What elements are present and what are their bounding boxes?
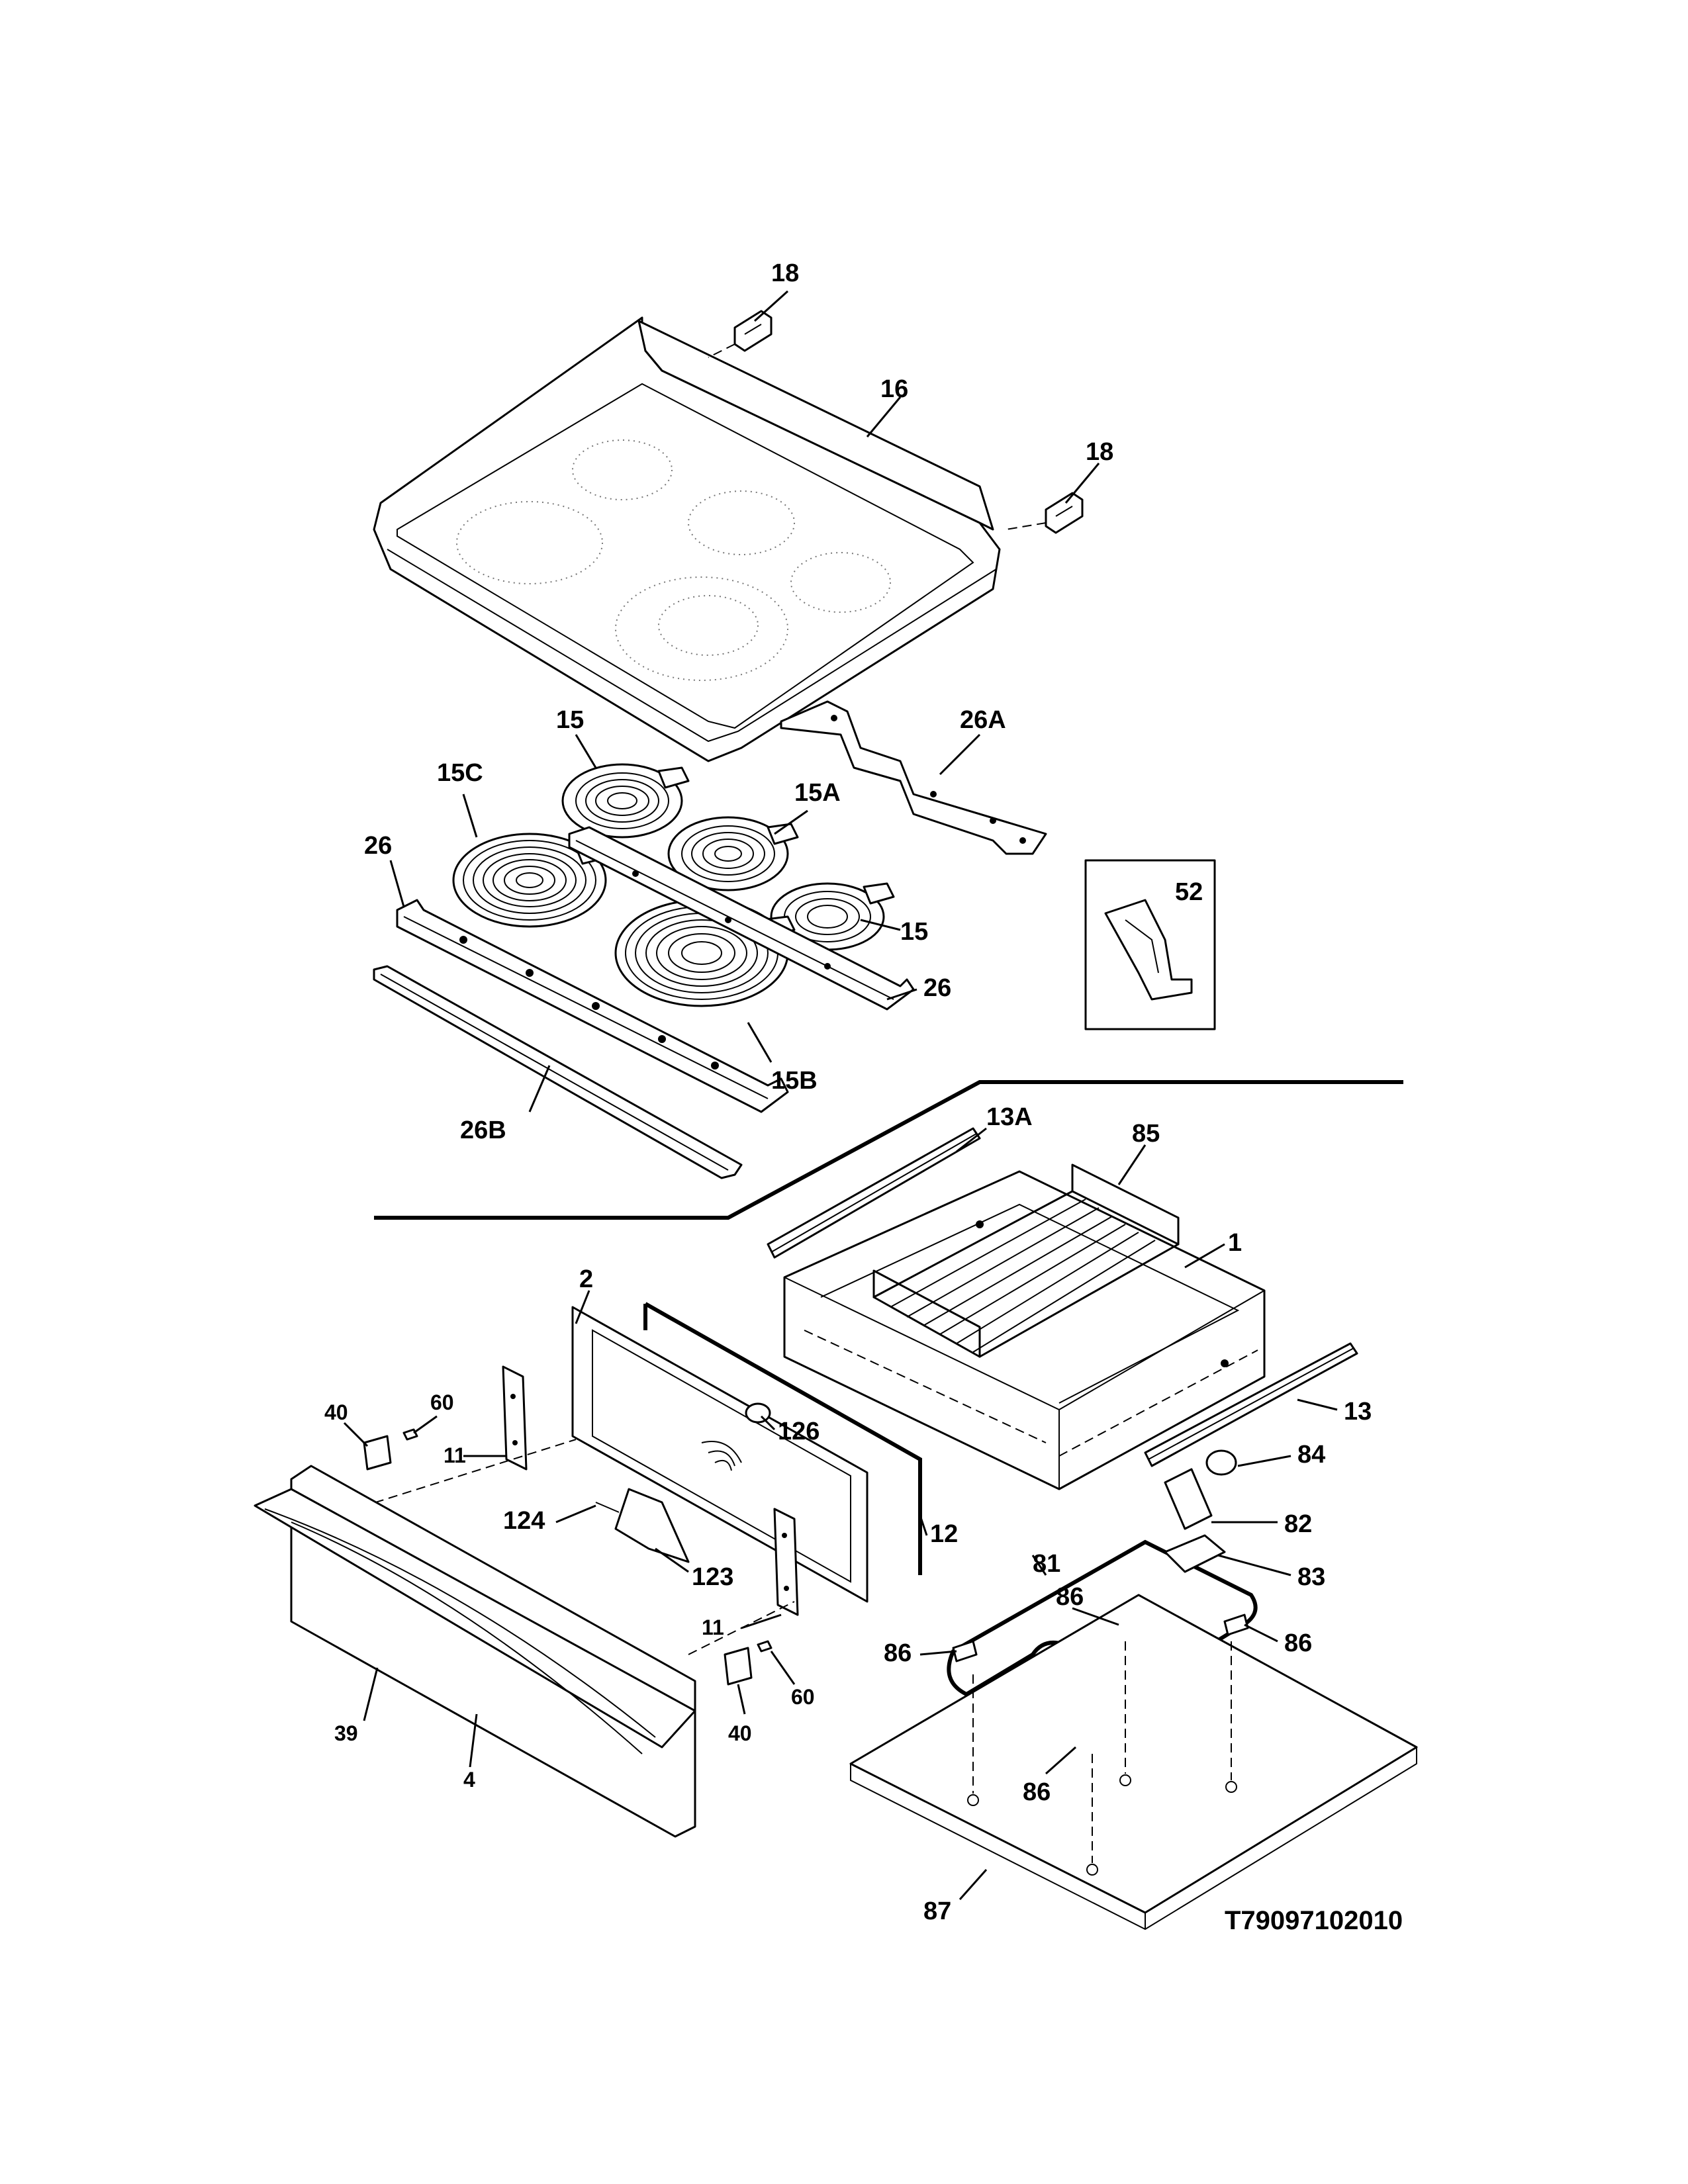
callout-86-right: 86 bbox=[1284, 1629, 1312, 1657]
callout-26-right: 26 bbox=[923, 974, 951, 1002]
trim-strip-26B bbox=[373, 965, 743, 1179]
callout-16: 16 bbox=[880, 375, 908, 403]
bracket-82 bbox=[1164, 1468, 1213, 1530]
drawer-slide-13 bbox=[1144, 1342, 1358, 1467]
callout-86-bottom: 86 bbox=[1023, 1778, 1051, 1806]
bracket-18-right bbox=[1006, 492, 1084, 534]
callout-2: 2 bbox=[579, 1265, 593, 1293]
callout-13A: 13A bbox=[986, 1103, 1033, 1131]
callout-84: 84 bbox=[1297, 1441, 1325, 1469]
element-bracket-26A bbox=[780, 700, 1047, 855]
drawer-body-1 bbox=[783, 1170, 1266, 1490]
heat-shield-123 bbox=[614, 1488, 690, 1563]
callout-18-top: 18 bbox=[771, 259, 799, 287]
door-bracket-11-top bbox=[502, 1365, 528, 1471]
element-support-bracket-26 bbox=[396, 899, 789, 1113]
section-divider-line bbox=[374, 1080, 1403, 1220]
callout-60-bottom: 60 bbox=[791, 1685, 815, 1709]
callout-81: 81 bbox=[1033, 1550, 1060, 1578]
callout-26B: 26B bbox=[460, 1116, 506, 1144]
clip-40-top bbox=[363, 1435, 392, 1471]
leader-lines bbox=[343, 290, 1338, 1900]
callout-60-top: 60 bbox=[430, 1390, 454, 1414]
knob-126 bbox=[745, 1402, 771, 1424]
callout-11-top: 11 bbox=[444, 1443, 466, 1467]
callout-15-right: 15 bbox=[900, 918, 928, 946]
callout-12: 12 bbox=[930, 1520, 958, 1548]
callout-26A: 26A bbox=[960, 706, 1006, 734]
callout-87: 87 bbox=[923, 1897, 951, 1925]
callout-126: 126 bbox=[778, 1418, 820, 1445]
callout-123: 123 bbox=[692, 1563, 733, 1591]
drawer-front-4 bbox=[254, 1465, 696, 1838]
callout-85: 85 bbox=[1132, 1120, 1160, 1148]
callout-26-left: 26 bbox=[364, 832, 392, 860]
element-support-bracket-26-right bbox=[568, 826, 915, 1011]
drawer-rack-85 bbox=[872, 1163, 1180, 1358]
door-gasket-12 bbox=[643, 1302, 922, 1575]
callout-labels: 18 16 18 26A 15 15C 15A 26 52 15 26 15B … bbox=[324, 259, 1372, 1925]
screw-124 bbox=[595, 1502, 620, 1513]
callout-40-bottom: 40 bbox=[728, 1721, 752, 1745]
callout-15A: 15A bbox=[794, 779, 841, 807]
callout-4: 4 bbox=[463, 1768, 475, 1792]
callout-13: 13 bbox=[1344, 1398, 1372, 1426]
detail-box-52 bbox=[1084, 859, 1216, 1030]
callout-86-top: 86 bbox=[1056, 1583, 1084, 1611]
cooktop-glass-top bbox=[373, 316, 1001, 762]
door-bracket-11-bottom bbox=[773, 1508, 799, 1616]
callout-11-bottom: 11 bbox=[702, 1615, 724, 1639]
diagram-code: T79097102010 bbox=[1225, 1906, 1403, 1935]
callout-15C: 15C bbox=[437, 759, 483, 787]
radiant-element-15-top bbox=[561, 763, 690, 839]
callout-83: 83 bbox=[1297, 1563, 1325, 1591]
callout-52: 52 bbox=[1175, 878, 1203, 906]
thermostat-84 bbox=[1205, 1449, 1237, 1476]
callout-1: 1 bbox=[1228, 1229, 1242, 1257]
drawer-bottom-pan-87 bbox=[849, 1594, 1418, 1931]
callout-15-top: 15 bbox=[556, 706, 584, 734]
callout-86-left: 86 bbox=[884, 1639, 912, 1667]
bracket-18-top bbox=[708, 310, 773, 358]
callout-18-right: 18 bbox=[1086, 438, 1113, 466]
bracket-83 bbox=[1164, 1534, 1226, 1573]
callout-39: 39 bbox=[334, 1721, 358, 1745]
callout-124: 124 bbox=[503, 1507, 545, 1535]
radiant-element-15A bbox=[667, 816, 799, 891]
callout-15B: 15B bbox=[771, 1067, 818, 1095]
screw-60-bottom bbox=[757, 1640, 773, 1653]
drawer-slide-13A bbox=[767, 1127, 981, 1259]
callout-40-top: 40 bbox=[324, 1400, 348, 1424]
clip-40-bottom bbox=[724, 1647, 753, 1686]
callout-82: 82 bbox=[1284, 1510, 1312, 1538]
